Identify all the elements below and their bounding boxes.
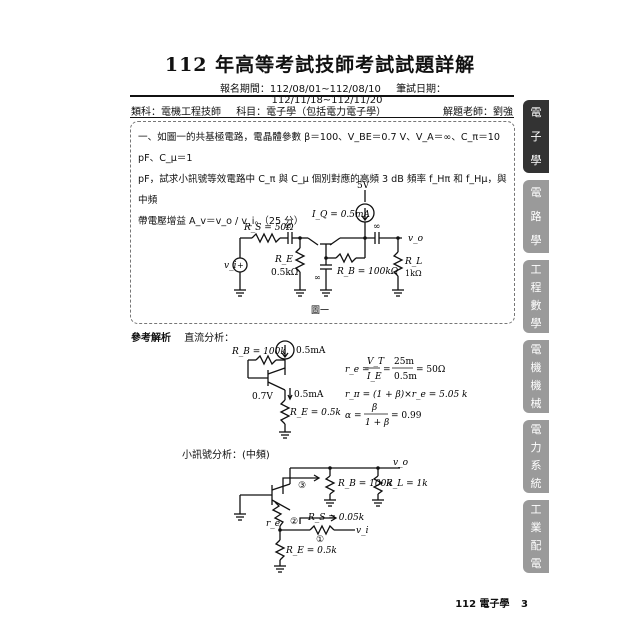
- ac-re-small-label: r_e: [266, 519, 280, 529]
- cap1-label: ∞: [284, 222, 292, 232]
- tab-char: 路: [530, 209, 542, 223]
- tab-char: 電: [530, 185, 542, 199]
- loop-mark-1: ①: [316, 535, 324, 545]
- solution-label: 參考解析: [131, 333, 171, 344]
- alpha-eq-num: β: [371, 403, 377, 413]
- ac-rs-label: R_S = 0.05k: [307, 513, 364, 523]
- tab-char: 電: [530, 105, 542, 119]
- re-eq-result: = 50Ω: [416, 365, 445, 375]
- re-eq-num2: 25m: [394, 357, 414, 367]
- re-eq-den2: 0.5m: [394, 372, 417, 382]
- vi-label: v_i: [224, 261, 237, 271]
- alpha-eq-lhs: α =: [345, 411, 361, 421]
- dc-analysis-title: 直流分析：: [184, 333, 235, 344]
- question-line-1: 一、如圖一的共基極電路，電晶體參數 β＝100、V_BE＝0.7 V、V_A＝∞…: [138, 132, 500, 164]
- subject-text: 科目：電子學（包括電力電子學）: [236, 107, 387, 118]
- exam-dates: 報名期間：112/08/01~112/08/10 筆試日期：112/11/18~…: [160, 80, 500, 106]
- figure-caption: 圖一: [311, 305, 329, 316]
- tab-char: 機: [530, 360, 542, 374]
- tab-char: 程: [530, 280, 542, 294]
- rl-label: R_L: [404, 257, 422, 267]
- question-box: [130, 121, 515, 324]
- tab-char: 械: [530, 397, 542, 411]
- page-number: 3: [521, 599, 528, 610]
- ac-vi-label: v_i: [356, 526, 369, 536]
- tab-industrial-distribution[interactable]: 工業配電: [523, 500, 549, 573]
- ac-analysis-title: 小訊號分析：(中頻): [182, 450, 270, 461]
- tab-char: 機: [530, 379, 542, 393]
- vo-label: v_o: [408, 234, 424, 244]
- alpha-eq-result: = 0.99: [391, 411, 422, 421]
- dc-vbe-label: 0.7V: [252, 392, 273, 402]
- dc-rb-label: R_B = 100k: [231, 347, 286, 357]
- teacher-text: 解題老師：劉強: [443, 107, 513, 118]
- source-plus-sign: +: [237, 261, 244, 270]
- re-eq-lhs: r_e =: [345, 365, 370, 375]
- ac-re-label: R_E = 0.5k: [285, 546, 337, 556]
- tab-char: 系: [530, 459, 542, 473]
- page-footer: 112 電子學 3: [455, 595, 528, 610]
- iq-label: I_Q = 0.5mA: [311, 210, 371, 220]
- question-text: 一、如圖一的共基極電路，電晶體參數 β＝100、V_BE＝0.7 V、V_A＝∞…: [138, 127, 510, 232]
- tab-char: 電: [530, 422, 542, 436]
- tab-char: 工: [530, 502, 542, 516]
- meta-rule: [130, 117, 514, 118]
- registration-period: 報名期間：112/08/01~112/08/10: [219, 84, 381, 95]
- tab-electric-machines[interactable]: 電機機械: [523, 340, 549, 413]
- rb-label: R_B = 100kΩ: [336, 267, 399, 277]
- loop-mark-3: ③: [298, 481, 306, 491]
- tab-char: 力: [530, 440, 542, 454]
- tab-char: 工: [530, 262, 542, 276]
- tab-char: 子: [530, 129, 542, 143]
- ac-rl-label: R_L = 1k: [385, 479, 428, 489]
- ac-rb-label: R_B = 100k: [337, 479, 392, 489]
- rpi-eq: r_π = (1 + β)×r_e = 5.05 k: [345, 389, 467, 400]
- dc-re-label: R_E = 0.5k: [289, 408, 341, 418]
- tab-electronics[interactable]: 電子學: [523, 100, 549, 173]
- rl-value: 1kΩ: [405, 269, 422, 278]
- cap3-label: ∞: [314, 273, 321, 282]
- alpha-eq-den: 1 + β: [365, 418, 389, 428]
- re-value: 0.5kΩ: [271, 268, 298, 278]
- tab-char: 配: [530, 539, 542, 553]
- question-line-3: 帶電壓增益 A_v＝v_o / v_i。（25 分）: [138, 216, 304, 227]
- loop-mark-2: ②: [290, 517, 298, 527]
- tab-char: 學: [530, 154, 542, 168]
- rs-label: R_S = 50Ω: [243, 223, 294, 233]
- exam-date: 筆試日期：112/11/18~112/11/20: [271, 84, 447, 106]
- tab-char: 電: [530, 342, 542, 356]
- tab-power-systems[interactable]: 電力系統: [523, 420, 549, 493]
- category-text: 類科：電機工程技師: [131, 107, 221, 118]
- dc-ie-label: 0.5mA: [294, 390, 324, 400]
- tab-char: 數: [530, 299, 542, 313]
- question-line-2: pF，試求小訊號等效電路中 C_π 與 C_μ 個別對應的高頻 3 dB 頻率 …: [138, 174, 507, 206]
- re-label: R_E: [274, 255, 293, 265]
- meta-row: 類科：電機工程技師 科目：電子學（包括電力電子學） 解題老師：劉強: [131, 103, 513, 118]
- tab-char: 學: [530, 317, 542, 331]
- tab-circuits[interactable]: 電路學: [523, 180, 549, 253]
- dc-iq-label: 0.5mA: [296, 346, 326, 356]
- tab-char: 業: [530, 520, 542, 534]
- tab-char: 統: [530, 477, 542, 491]
- tab-char: 電: [530, 557, 542, 571]
- page-title: 112 年高等考試技師考試試題詳解: [164, 54, 476, 76]
- re-eq-num1: V_T: [367, 357, 385, 367]
- footer-section: 112 電子學: [455, 599, 510, 610]
- ac-vo-label: v_o: [393, 458, 409, 468]
- vcc-label: 5V: [357, 181, 370, 191]
- equals-sign: =: [383, 365, 391, 375]
- cap2-label: ∞: [373, 222, 381, 232]
- header-rule: [130, 95, 514, 97]
- tab-engineering-math[interactable]: 工程數學: [523, 260, 549, 333]
- solution-heading: 參考解析 直流分析：: [131, 329, 234, 344]
- tab-char: 學: [530, 234, 542, 248]
- re-eq-den1: I_E: [366, 372, 382, 382]
